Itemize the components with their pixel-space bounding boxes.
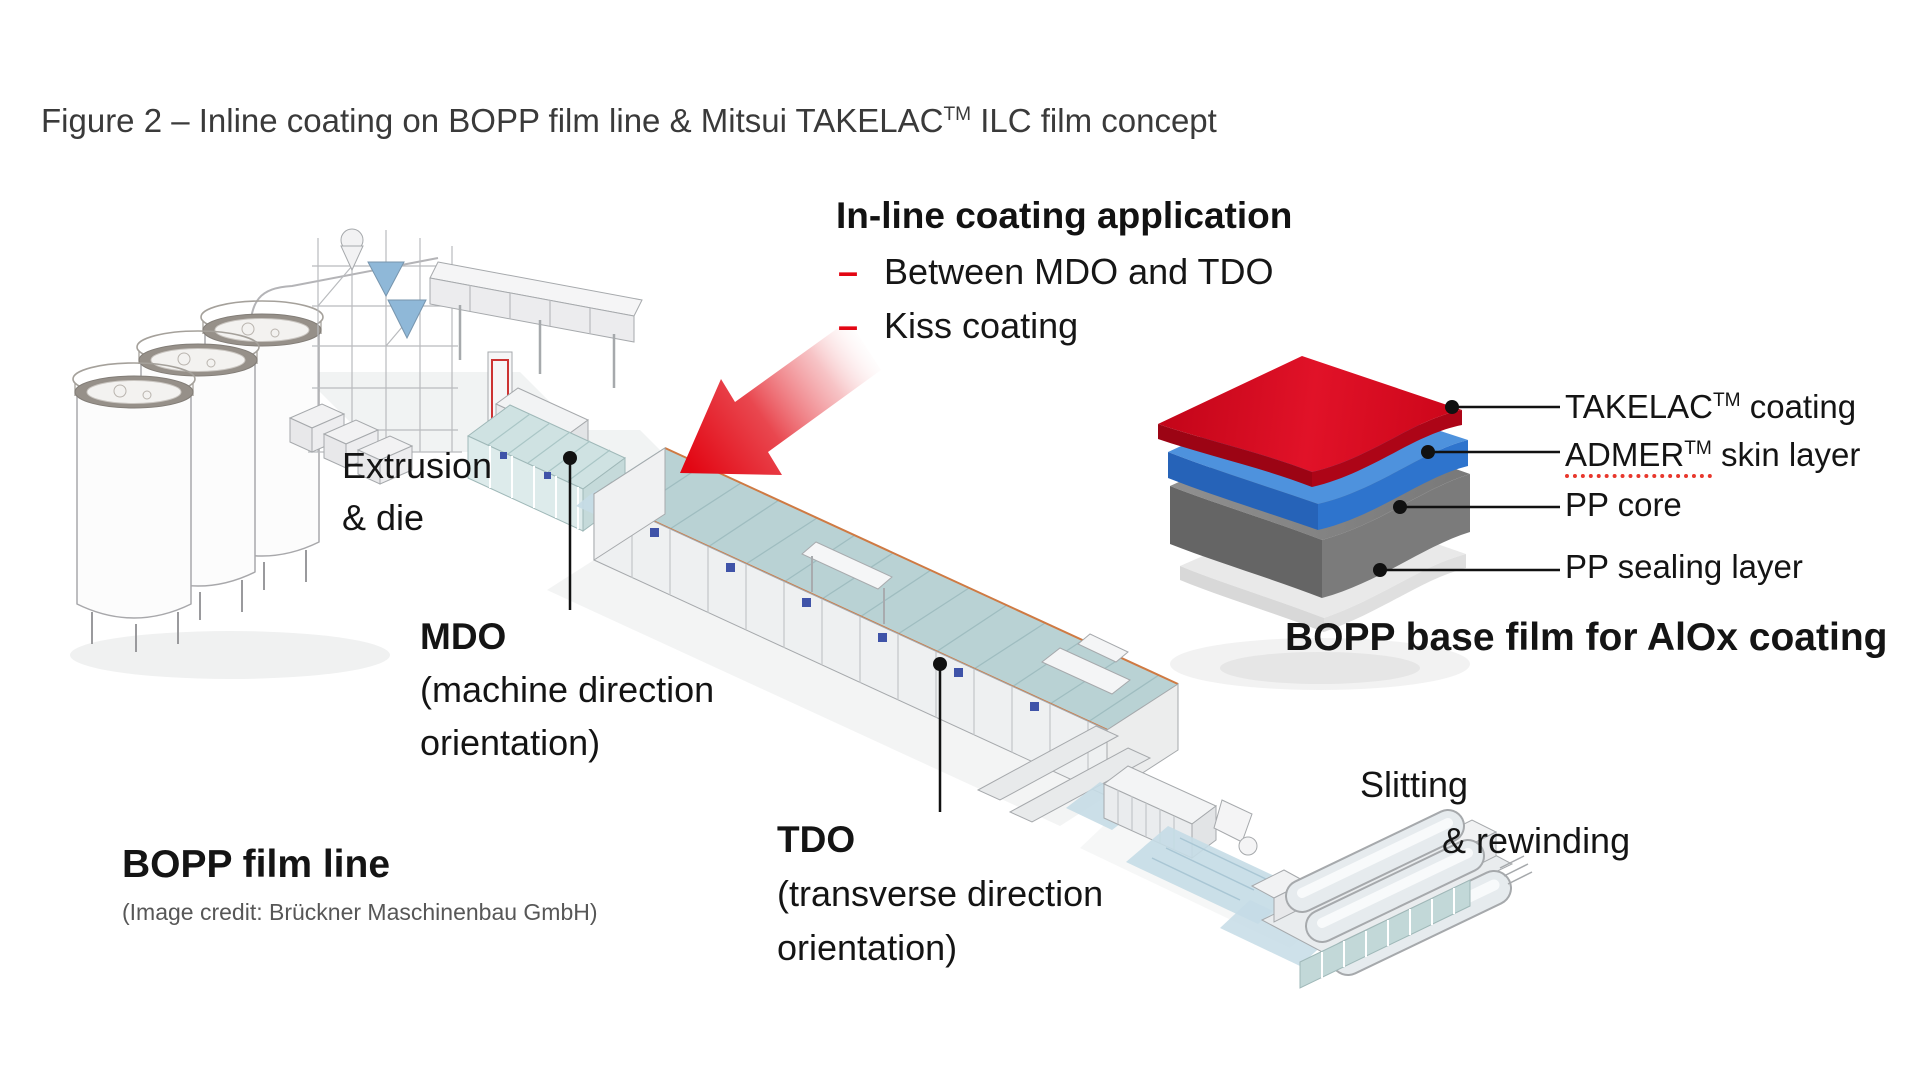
image-credit: (Image credit: Brückner Maschinenbau Gmb… xyxy=(122,899,598,925)
inline-coating-heading: In-line coating application xyxy=(836,195,1293,236)
coating-point-arrow-icon xyxy=(680,320,881,475)
hopper xyxy=(387,299,427,340)
bullet-between-mdo-tdo: –Between MDO and TDO xyxy=(838,251,1274,292)
mdo-leader-line xyxy=(563,451,577,610)
bullet-dash-icon: – xyxy=(838,251,859,292)
tdo-label: TDO (transverse direction orientation) xyxy=(777,819,1104,968)
tdo-leader-line xyxy=(933,657,947,812)
pp-sealing-layer-label: PP sealing layer xyxy=(1565,548,1803,585)
stack-caption: BOPP base film for AlOx coating xyxy=(1285,616,1888,659)
rewinder-machine xyxy=(1250,809,1533,989)
slitting-label-line1: Slitting xyxy=(1360,764,1469,805)
pp-core-layer-label: PP core xyxy=(1565,486,1682,523)
figure-title: Figure 2 – Inline coating on BOPP film l… xyxy=(41,102,1217,139)
spellcheck-underline: ADMERTM xyxy=(1565,436,1712,478)
bopp-film-line-label: BOPP film line xyxy=(122,843,391,886)
bullet-kiss-coating: –Kiss coating xyxy=(838,305,1079,346)
pp-sealing-leader-line xyxy=(1373,563,1560,577)
slitting-label-line2: & rewinding xyxy=(1442,820,1631,861)
admer-leader-line xyxy=(1421,445,1560,459)
hopper xyxy=(367,261,405,298)
bullet-dash-icon: – xyxy=(838,305,859,346)
slit-film-web xyxy=(1126,826,1330,966)
mdo-label: MDO (machine direction orientation) xyxy=(420,616,715,763)
oven-end-beams xyxy=(976,725,1152,823)
film-stack xyxy=(1158,356,1560,690)
extrusion-label: Extrusion & die xyxy=(342,445,493,538)
resin-silos xyxy=(72,300,324,652)
takelac-leader-line xyxy=(1445,400,1560,414)
admer-layer-label: ADMERTM skin layer xyxy=(1565,436,1860,478)
stack-reflection xyxy=(1220,652,1420,684)
takelac-coating-layer xyxy=(1158,356,1462,487)
pp-core-leader-line xyxy=(1393,500,1560,514)
stack-reflection xyxy=(1170,638,1470,690)
takelac-layer-label: TAKELACTM coating xyxy=(1565,388,1857,425)
